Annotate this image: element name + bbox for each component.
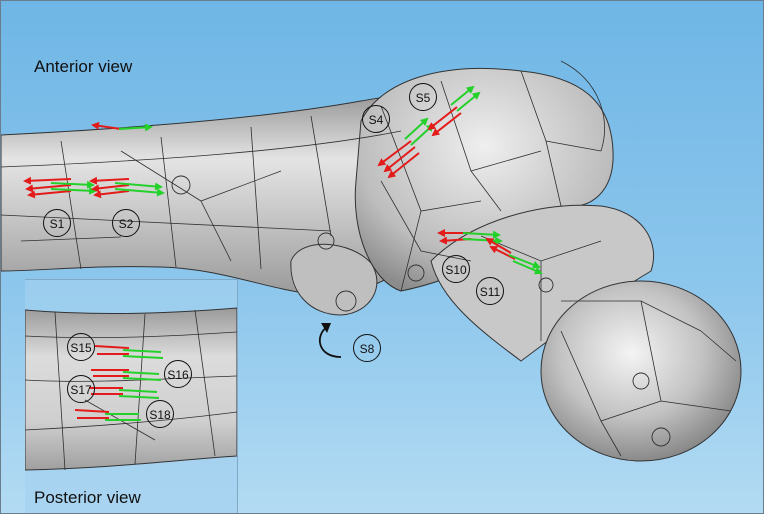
- mesh-holes: [171, 175, 671, 447]
- site-label-s1: S1: [43, 209, 71, 237]
- site-label-s5: S5: [409, 83, 437, 111]
- site-label-s4: S4: [362, 105, 390, 133]
- site-label-s10: S10: [442, 255, 470, 283]
- site-label-s15: S15: [67, 333, 95, 361]
- vector-bundle-s2: [89, 176, 165, 199]
- force-vectors-posterior: [74, 345, 164, 421]
- vector-bundle-s1: [23, 176, 97, 199]
- posterior-shaft: [25, 307, 237, 471]
- site-label-s17: S17: [67, 375, 95, 403]
- site-label-s18: S18: [146, 400, 174, 428]
- vector-bundle-s10: [437, 229, 503, 245]
- anterior-view-title: Anterior view: [34, 57, 133, 76]
- site-label-s11: S11: [476, 277, 504, 305]
- vector-bundle-s5: [427, 85, 481, 137]
- posterior-view-inset: S15 S16 S17 S18 Posterior view: [25, 279, 238, 513]
- site-label-s8: S8: [353, 334, 381, 362]
- vector-bundle-top: [91, 121, 153, 132]
- femur-posterior-svg: [25, 307, 237, 471]
- force-vectors-anterior: [23, 85, 543, 275]
- posterior-view-title: Posterior view: [34, 488, 141, 507]
- mesh-lines: [1, 60, 737, 457]
- vector-bundle-s11: [485, 237, 543, 275]
- femoral-head: [540, 280, 742, 462]
- site-label-s2: S2: [112, 209, 140, 237]
- curved-arrow-icon: [318, 323, 342, 358]
- site-label-s16: S16: [164, 360, 192, 388]
- greater-trochanter: [354, 68, 614, 292]
